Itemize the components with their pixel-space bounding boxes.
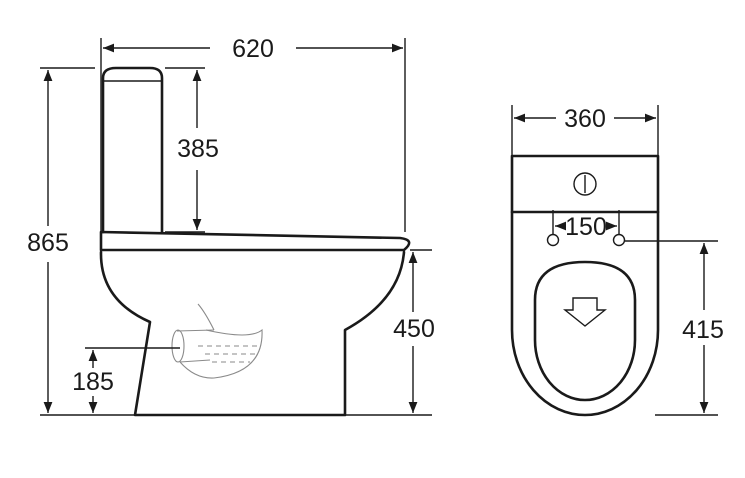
seat-lid (99, 230, 411, 252)
dim-label-620: 620 (232, 35, 274, 63)
inlet-left-icon (546, 233, 560, 247)
dim-label-385: 385 (177, 135, 219, 163)
trap-sketch (171, 303, 263, 379)
dim-label-450: 450 (393, 315, 435, 343)
dim-label-415: 415 (682, 316, 724, 344)
dim-label-865: 865 (27, 229, 69, 257)
bowl-body (99, 250, 406, 417)
drain-arrow-icon (563, 297, 607, 327)
dim-label-150: 150 (565, 213, 607, 241)
inlet-right-icon (612, 233, 626, 247)
bowl-outline-top (510, 210, 660, 417)
flush-button-icon (573, 172, 597, 196)
seat-top (533, 260, 637, 402)
dim-label-185: 185 (72, 368, 114, 396)
dim-label-360: 360 (564, 105, 606, 133)
top-view: 360 150 415 (510, 105, 724, 417)
cistern-tank (101, 66, 164, 234)
tank-top (510, 154, 660, 214)
side-view: 620 385 865 450 185 (27, 35, 435, 417)
